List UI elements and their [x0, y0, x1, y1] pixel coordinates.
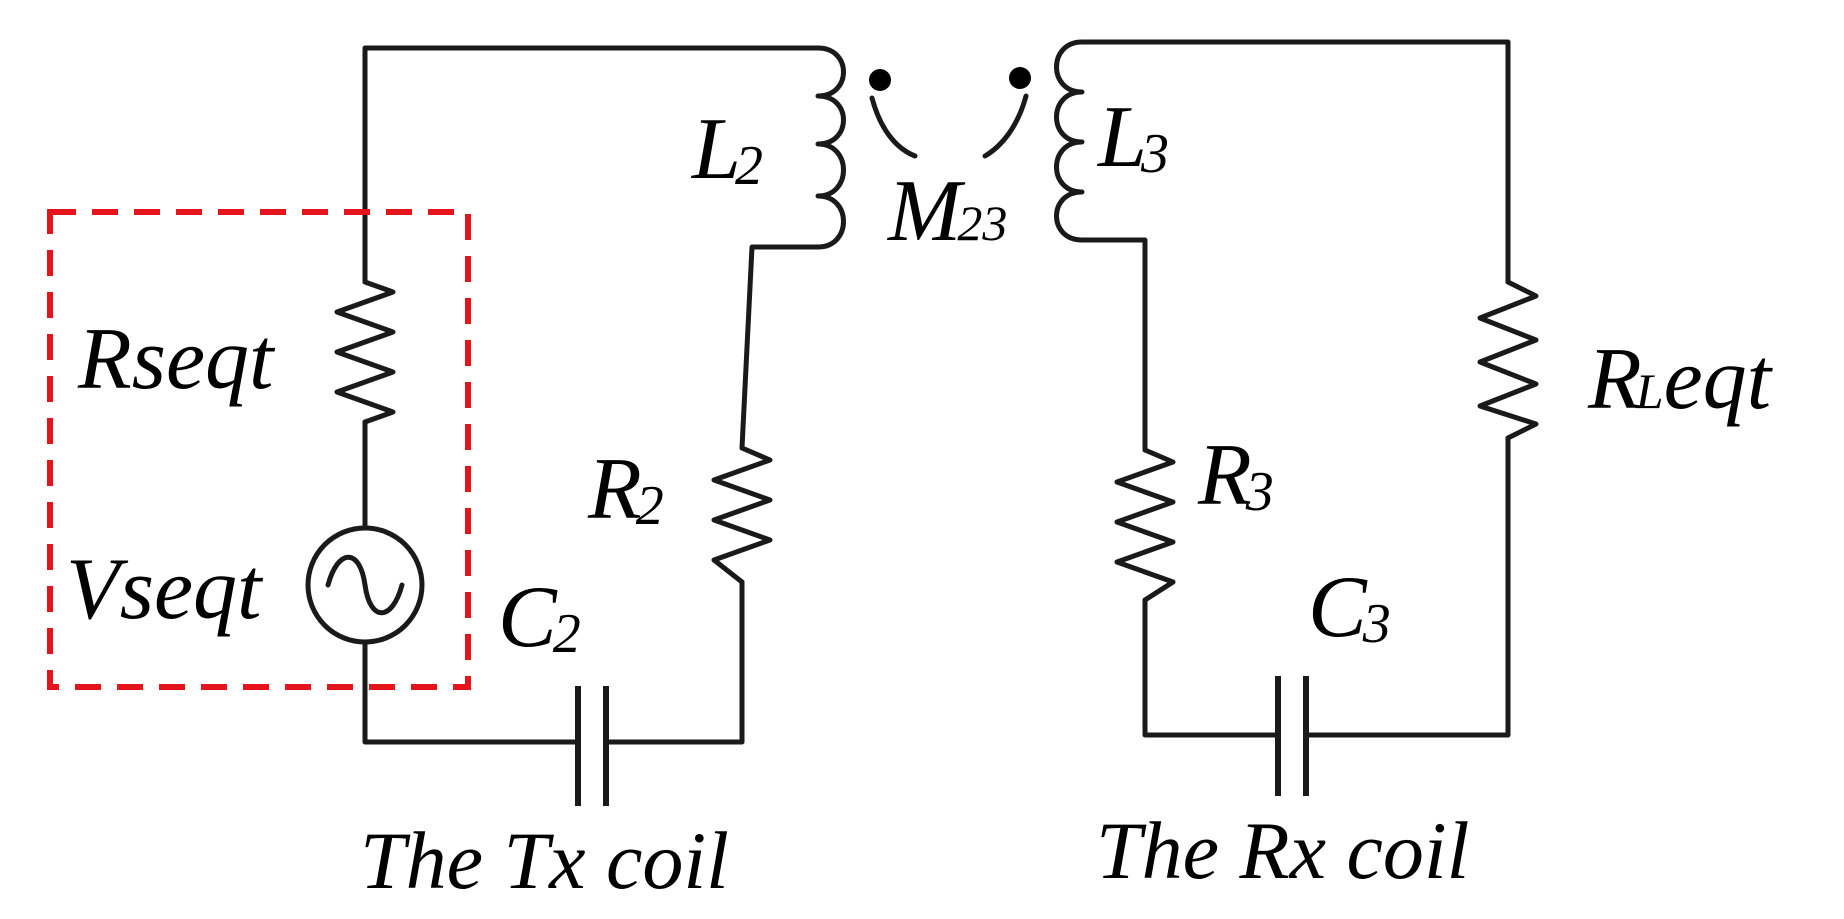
vseqt-ac-source: [305, 525, 425, 645]
tx-circuit: [305, 45, 846, 806]
l2-polarity-dot: [869, 69, 891, 91]
r3-label: R3: [1197, 427, 1274, 524]
sine-wave-icon: [325, 554, 405, 616]
r3-resistor: [1114, 447, 1176, 603]
r2-resistor: [711, 445, 773, 585]
equivalent-source-box: [47, 209, 471, 690]
tx-wire-bottom-right: [603, 579, 745, 745]
c2-label: C2: [498, 569, 581, 666]
rx-circuit: [1054, 39, 1539, 796]
rx-wire-l3-to-r3: [1079, 237, 1148, 453]
coupling-arc-right: [982, 93, 1029, 159]
tx-wire-r2-to-l2: [739, 244, 821, 451]
l2-inductor: [815, 45, 846, 250]
mutual-coupling: [869, 67, 1031, 159]
rx-coil-caption: The Rx coil: [1096, 805, 1469, 896]
c3-capacitor: [1275, 676, 1309, 796]
m23-label: M23: [886, 163, 1007, 260]
rseqt-label: Rseqt: [77, 311, 276, 408]
tx-wire-bottom-left: [362, 639, 581, 745]
coupling-arc-left: [869, 95, 918, 159]
rleqt-label: RLeqt: [1587, 331, 1774, 428]
c3-label: C3: [1308, 559, 1391, 656]
vseqt-label: Vseqt: [66, 541, 264, 638]
rleqt-resistor: [1477, 279, 1539, 441]
l3-inductor: [1054, 39, 1085, 243]
rx-wire-top: [1079, 39, 1511, 285]
l3-polarity-dot: [1009, 67, 1031, 89]
rseqt-resistor: [334, 279, 396, 425]
r2-label: R2: [587, 441, 664, 538]
tx-wire-top: [362, 45, 821, 285]
l2-label: L2: [690, 101, 763, 198]
rx-wire-bottom-left: [1142, 597, 1281, 738]
rx-wire-rl-to-bottom: [1303, 435, 1511, 738]
l3-label: L3: [1096, 89, 1169, 186]
c2-capacitor: [575, 686, 609, 806]
tx-coil-caption: The Tx coil: [360, 815, 729, 906]
